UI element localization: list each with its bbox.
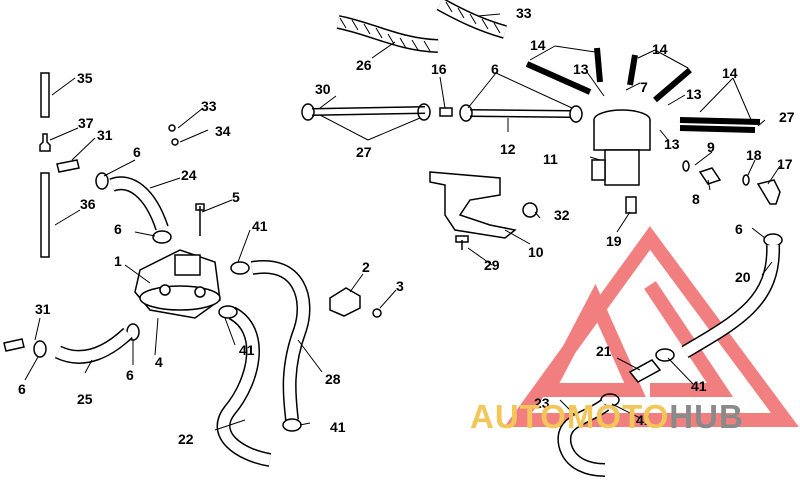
- callout-19: 19: [606, 233, 622, 249]
- callout-20: 20: [735, 269, 751, 285]
- watermark-text-primary: AUTOMOTO: [470, 398, 670, 435]
- callout-1: 1: [114, 253, 122, 269]
- clip-19: [625, 196, 637, 214]
- callout-23: 23: [534, 395, 550, 411]
- callout-16: 16: [431, 61, 447, 77]
- callout-31-b: 31: [35, 301, 51, 317]
- fitting-31-lower: [3, 338, 25, 352]
- callout-22: 22: [178, 431, 194, 447]
- washer-34: [171, 138, 179, 146]
- sensor-2: [329, 287, 361, 317]
- tube-36: [40, 172, 50, 258]
- bracket-10: [429, 171, 517, 239]
- callout-41-b: 41: [239, 342, 255, 358]
- callout-13-a: 13: [573, 61, 589, 77]
- hose-33: [436, 0, 507, 39]
- clamp-6-c: [33, 340, 47, 358]
- leader-lines: [24, 13, 781, 431]
- callout-26: 26: [356, 57, 372, 73]
- clamp-6-g: [459, 104, 473, 122]
- callout-2: 2: [362, 259, 370, 275]
- oring-18: [742, 174, 750, 186]
- callout-6-b: 6: [114, 221, 122, 237]
- callout-41-d: 41: [691, 378, 707, 394]
- callout-4: 4: [155, 354, 163, 370]
- callout-24: 24: [181, 167, 197, 183]
- screw-3: [372, 308, 382, 318]
- callout-5: 5: [232, 189, 240, 205]
- callout-6-a: 6: [133, 144, 141, 160]
- hose-26: [336, 15, 439, 53]
- callout-14-c: 14: [722, 65, 738, 81]
- bolt-29: [455, 235, 469, 250]
- callout-6-d: 6: [126, 367, 134, 383]
- clamp-6-a: [95, 172, 109, 190]
- fitting-37: [39, 133, 51, 152]
- callout-41-a: 41: [252, 218, 268, 234]
- callout-6-e: 6: [491, 61, 499, 77]
- tube-35: [40, 72, 50, 118]
- fitting-17: [756, 179, 781, 205]
- callout-12: 12: [500, 141, 516, 157]
- callout-8: 8: [692, 191, 700, 207]
- callout-14-a: 14: [530, 37, 546, 53]
- callout-37: 37: [78, 115, 94, 131]
- callout-41-e: 41: [636, 412, 652, 428]
- callout-27-b: 27: [779, 109, 795, 125]
- clamp-6-e: [763, 233, 783, 247]
- watermark-text-secondary: HUB: [669, 398, 744, 435]
- clamp-41-c: [282, 418, 302, 432]
- callout-30: 30: [315, 81, 331, 97]
- callout-7: 7: [640, 79, 648, 95]
- lines-14: [525, 47, 761, 133]
- callout-28: 28: [325, 371, 341, 387]
- fuel-filter-11: [591, 109, 651, 186]
- fitting-31-upper: [56, 159, 80, 173]
- inline-filter-21: [628, 359, 662, 383]
- callout-33-b: 33: [516, 5, 532, 21]
- callout-32: 32: [554, 207, 570, 223]
- callout-9: 9: [707, 139, 715, 155]
- callout-41-c: 41: [330, 419, 346, 435]
- watermark-text: AUTOMOTOHUB: [470, 398, 744, 436]
- callout-25: 25: [77, 391, 93, 407]
- callout-17: 17: [777, 156, 793, 172]
- oring-9: [682, 160, 690, 172]
- callout-35: 35: [77, 70, 93, 86]
- callout-13-b: 13: [686, 86, 702, 102]
- clamp-27-left: [301, 103, 315, 121]
- callout-14-b: 14: [652, 41, 668, 57]
- clamp-41-b: [218, 305, 238, 319]
- callout-10: 10: [528, 244, 544, 260]
- nut-33: [168, 124, 176, 132]
- callout-33-a: 33: [201, 98, 217, 114]
- callout-36: 36: [80, 196, 96, 212]
- clamp-6-f: [417, 103, 431, 121]
- callout-21: 21: [596, 343, 612, 359]
- callout-34: 34: [215, 123, 231, 139]
- callout-6-f: 6: [735, 221, 743, 237]
- callout-6-c: 6: [18, 381, 26, 397]
- callout-3: 3: [396, 278, 404, 294]
- callout-18: 18: [746, 147, 762, 163]
- bolt-5: [195, 203, 205, 236]
- callout-11: 11: [543, 151, 558, 167]
- callout-27-a: 27: [356, 144, 372, 160]
- clamp-41-d: [655, 348, 675, 362]
- callout-31-a: 31: [97, 127, 113, 143]
- clamp-6-h: [569, 105, 583, 123]
- fitting-8: [698, 167, 722, 185]
- callout-29: 29: [484, 257, 500, 273]
- grommet-32: [522, 202, 538, 218]
- connector-16: [439, 107, 453, 117]
- fuel-pump-1: [134, 249, 221, 319]
- callout-13-c: 13: [664, 136, 680, 152]
- clamp-41-a: [230, 261, 250, 275]
- clamp-6-b: [152, 230, 172, 244]
- watermark-logo: [504, 226, 799, 427]
